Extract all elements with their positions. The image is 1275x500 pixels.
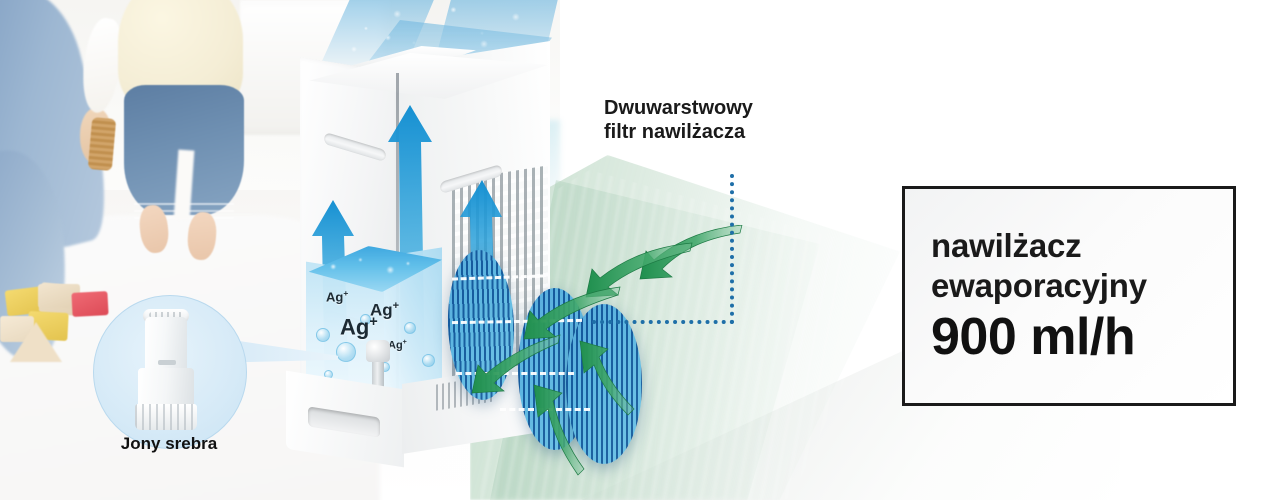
air-purifier-humidifier-unit	[300, 40, 550, 435]
water-bubble	[316, 328, 330, 342]
filter-callout-label: Dwuwarstwowy filtr nawilżacza	[604, 96, 753, 145]
toy-block-triangle	[10, 322, 62, 362]
silver-ion-cartridge-head	[366, 340, 390, 362]
device-corner-seam	[396, 73, 399, 423]
water-bubble	[360, 314, 371, 325]
spec-line-2: ewaporacyjny	[931, 266, 1147, 304]
silver-ion-label: Ag+	[370, 300, 400, 320]
silver-ion-caption: Jony srebra	[120, 434, 218, 453]
water-bubble	[336, 342, 356, 362]
wooden-cylinder-toy	[87, 117, 117, 171]
green-airflow-arrows	[471, 225, 743, 476]
water-tank	[306, 246, 442, 415]
filter-callout-line1: Dwuwarstwowy	[604, 97, 753, 119]
water-bubble	[422, 354, 435, 367]
water-bubble	[404, 322, 416, 334]
silver-ion-label: Ag+	[340, 314, 378, 340]
spec-line-3: 900 ml/h	[931, 308, 1136, 367]
cartridge-base-ring	[135, 404, 197, 430]
filter-path-dash	[456, 372, 574, 375]
silver-ion-label: Ag+	[326, 288, 349, 305]
leader-line-vertical	[730, 174, 734, 324]
toy-block-red	[71, 291, 109, 317]
leader-line-horizontal	[592, 320, 734, 324]
silver-ion-label: Ag+	[388, 338, 407, 352]
cartridge-label-slot	[158, 360, 176, 365]
spec-line-1: nawilżacz	[931, 226, 1082, 264]
filter-callout-line2: filtr nawilżacza	[604, 121, 746, 144]
spec-text-box: nawilżacz ewaporacyjny 900 ml/h	[902, 186, 1236, 406]
